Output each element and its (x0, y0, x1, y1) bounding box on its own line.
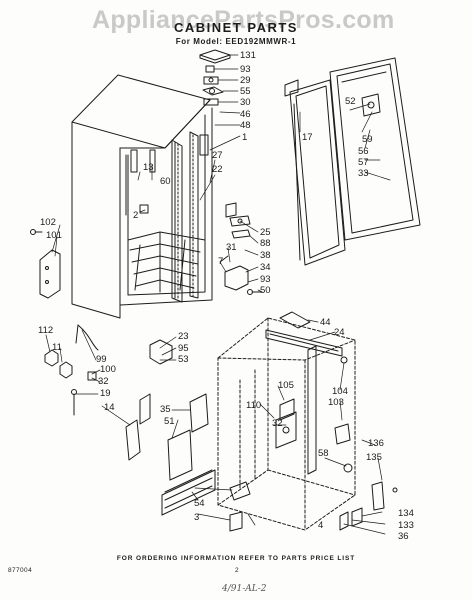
callout-label: 88 (260, 238, 271, 249)
callout-label: 7 (218, 256, 223, 267)
callout-label: 56 (358, 146, 369, 157)
left-bracket (30, 229, 61, 299)
callout-label: 50 (260, 285, 271, 296)
divider-rails (265, 311, 343, 475)
callout-label: 3 (194, 512, 199, 523)
callout-label: 30 (240, 97, 251, 108)
callout-label: 1 (242, 132, 247, 143)
callout-label: 102 (40, 217, 56, 228)
callout-label: 32 (272, 418, 283, 429)
callout-label: 32 (98, 376, 109, 387)
callout-label: 104 (332, 386, 348, 397)
callout-label: 53 (178, 354, 189, 365)
leveling-legs (44, 324, 99, 416)
callout-label: 135 (366, 452, 382, 463)
callout-label: 55 (240, 86, 251, 97)
callout-label: 93 (260, 274, 271, 285)
leader-lines (45, 54, 391, 535)
callout-label: 46 (240, 109, 251, 120)
gasket-clips (284, 79, 381, 117)
callout-label: 2 (133, 210, 138, 221)
freezer-door-gasket (289, 79, 346, 266)
callout-label: 101 (46, 230, 62, 241)
callout-label: 103 (328, 397, 344, 408)
diagram-title: CABINET PARTS (174, 20, 298, 35)
callout-label: 34 (260, 262, 271, 273)
watermark: AppliancePartsPros.com (92, 6, 395, 34)
center-hinge (219, 202, 263, 295)
callout-label: 24 (334, 327, 345, 338)
callout-label: 51 (164, 416, 175, 427)
callout-label: 27 (212, 150, 223, 161)
callout-label: 105 (278, 380, 294, 391)
callout-label: 136 (368, 438, 384, 449)
callout-label: 54 (194, 498, 205, 509)
callout-label: 11 (52, 342, 62, 353)
callout-label: 110 (246, 400, 261, 411)
callout-label: 112 (38, 325, 53, 336)
callout-label: 100 (100, 364, 116, 375)
callout-label: 31 (226, 242, 237, 253)
callout-label: 131 (240, 50, 256, 61)
callout-label: 93 (240, 64, 251, 75)
callout-label: 17 (302, 132, 313, 143)
freezer-side-parts (229, 356, 398, 532)
callout-label: 19 (100, 388, 111, 399)
callout-label: 99 (96, 354, 107, 365)
fresh-food-door-gasket (329, 57, 421, 241)
callout-label: 36 (398, 531, 409, 542)
callout-label: 38 (260, 250, 271, 261)
callout-label: 25 (260, 227, 271, 238)
callout-label: 4 (318, 520, 323, 531)
callout-label: 33 (358, 168, 369, 179)
handwritten-note: 4/91-AL-2 (222, 584, 267, 594)
callout-label: 29 (240, 75, 251, 86)
ordering-note: FOR ORDERING INFORMATION REFER TO PARTS … (116, 555, 356, 562)
callout-label: 52 (345, 96, 356, 107)
callout-label: 95 (178, 343, 189, 354)
callout-label: 22 (212, 164, 223, 175)
callout-label: 14 (104, 402, 115, 413)
model-number: For Model: EED192MMWR-1 (175, 37, 297, 46)
callout-label: 13 (143, 162, 154, 173)
document-number: 877004 (8, 567, 33, 574)
top-hinge-assembly (199, 49, 231, 106)
center-mullion (171, 131, 209, 303)
callout-label: 48 (240, 120, 251, 131)
page-number: 2 (235, 567, 239, 574)
callout-label: 58 (318, 448, 329, 459)
callout-label: 23 (178, 331, 189, 342)
callout-labels: 131 93 29 55 30 46 48 1 27 22 13 60 2 25… (38, 50, 414, 542)
callout-label: 134 (398, 508, 414, 519)
callout-label: 44 (320, 317, 331, 328)
callout-label: 35 (160, 404, 171, 415)
toe-grille (125, 339, 216, 516)
callout-label: 60 (160, 176, 171, 187)
callout-label: 133 (398, 520, 414, 531)
cabinet-shell (71, 74, 213, 319)
callout-label: 57 (358, 157, 369, 168)
callout-label: 59 (362, 134, 373, 145)
